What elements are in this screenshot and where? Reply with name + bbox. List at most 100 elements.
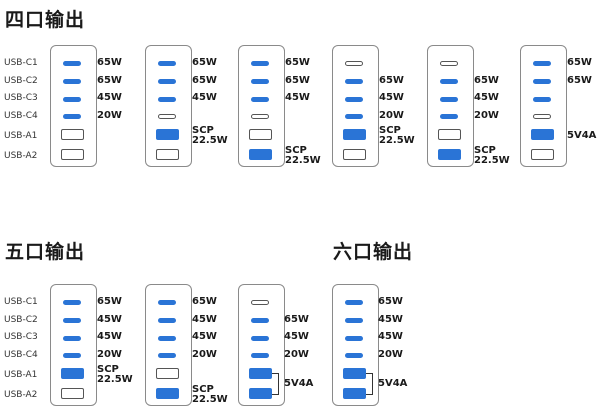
- charger-config-card: [238, 45, 285, 167]
- power-label: 20W: [378, 349, 403, 360]
- usb-a-port-2-active: [249, 149, 272, 160]
- power-label: 65W: [379, 75, 404, 86]
- usb-a-port-1-active: [343, 368, 366, 379]
- usb-a-port-2-inactive: [343, 149, 366, 160]
- power-label: 45W: [474, 92, 499, 103]
- usb-c-port-3-active: [345, 97, 363, 102]
- usb-c-port-3-active: [158, 336, 176, 341]
- usb-c-port-4-active: [345, 353, 363, 358]
- power-label: 45W: [379, 92, 404, 103]
- power-label: 65W: [285, 75, 310, 86]
- usb-a-port-2-active: [156, 388, 179, 399]
- port-label-usb-c2: USB-C2: [4, 315, 38, 325]
- usb-c-port-1-inactive: [345, 61, 363, 66]
- usb-c-port-1-active: [345, 300, 363, 305]
- charger-config-card: [145, 284, 192, 406]
- power-label: 5V4A: [284, 378, 314, 389]
- usb-c-port-1-active: [533, 61, 551, 66]
- charger-config-card: [50, 284, 97, 406]
- usb-c-port-3-active: [251, 97, 269, 102]
- usb-c-port-4-active: [251, 353, 269, 358]
- port-label-usb-c4: USB-C4: [4, 111, 38, 121]
- power-label: 45W: [378, 314, 403, 325]
- power-label: 45W: [192, 331, 217, 342]
- usb-a-port-1-inactive: [249, 129, 272, 140]
- power-label: 45W: [378, 331, 403, 342]
- usb-c-port-1-active: [63, 300, 81, 305]
- power-label: 65W: [192, 296, 217, 307]
- usb-a-port-1-active: [156, 129, 179, 140]
- power-label: 20W: [97, 110, 122, 121]
- power-label: 65W: [192, 75, 217, 86]
- power-label: 45W: [192, 92, 217, 103]
- power-label: 65W: [378, 296, 403, 307]
- usb-a-port-2-inactive: [61, 388, 84, 399]
- usb-a-port-2-active: [249, 388, 272, 399]
- power-label: 65W: [567, 57, 592, 68]
- power-label: 45W: [284, 331, 309, 342]
- power-label: 20W: [284, 349, 309, 360]
- usb-a-port-2-active: [343, 388, 366, 399]
- usb-c-port-3-active: [345, 336, 363, 341]
- power-label: 45W: [285, 92, 310, 103]
- usb-a-port-2-inactive: [61, 149, 84, 160]
- usb-a-port-2-inactive: [531, 149, 554, 160]
- power-label: 45W: [97, 92, 122, 103]
- charger-config-card: [332, 284, 379, 406]
- usb-c-port-4-inactive: [251, 114, 269, 119]
- shared-port-bracket: [366, 373, 373, 395]
- power-label: 65W: [285, 57, 310, 68]
- power-label: 20W: [474, 110, 499, 121]
- usb-a-port-1-inactive: [61, 129, 84, 140]
- power-label: 5V4A: [567, 130, 597, 141]
- power-label: 65W: [284, 314, 309, 325]
- usb-c-port-4-active: [440, 114, 458, 119]
- usb-c-port-2-active: [533, 79, 551, 84]
- usb-c-port-1-active: [158, 300, 176, 305]
- power-label: 5V4A: [378, 378, 408, 389]
- usb-c-port-2-active: [158, 79, 176, 84]
- power-label: 20W: [192, 349, 217, 360]
- usb-c-port-4-inactive: [533, 114, 551, 119]
- power-label: 65W: [97, 75, 122, 86]
- usb-c-port-3-active: [63, 97, 81, 102]
- usb-c-port-4-active: [158, 353, 176, 358]
- port-label-usb-c1: USB-C1: [4, 297, 38, 307]
- usb-c-port-2-active: [251, 318, 269, 323]
- usb-c-port-4-active: [345, 114, 363, 119]
- section-title-five-port: 五口输出: [5, 241, 86, 263]
- section-title-six-port: 六口输出: [333, 241, 414, 263]
- usb-c-port-2-active: [345, 318, 363, 323]
- usb-c-port-2-active: [251, 79, 269, 84]
- port-label-usb-c3: USB-C3: [4, 93, 38, 103]
- power-label: 65W: [192, 57, 217, 68]
- port-label-usb-c3: USB-C3: [4, 332, 38, 342]
- usb-c-port-2-active: [63, 79, 81, 84]
- usb-c-port-1-active: [251, 61, 269, 66]
- usb-a-port-1-active: [531, 129, 554, 140]
- shared-port-bracket: [272, 373, 279, 395]
- usb-c-port-2-active: [158, 318, 176, 323]
- charger-config-card: [427, 45, 474, 167]
- charger-config-card: [520, 45, 567, 167]
- usb-c-port-2-active: [63, 318, 81, 323]
- usb-a-port-1-active: [343, 129, 366, 140]
- usb-c-port-4-active: [63, 114, 81, 119]
- power-label: 45W: [97, 314, 122, 325]
- charger-config-card: [238, 284, 285, 406]
- port-label-usb-c1: USB-C1: [4, 58, 38, 68]
- port-label-usb-a1: USB-A1: [4, 131, 38, 141]
- usb-c-port-1-inactive: [251, 300, 269, 305]
- power-label: 65W: [567, 75, 592, 86]
- charger-config-card: [332, 45, 379, 167]
- power-label: 45W: [192, 314, 217, 325]
- usb-c-port-4-inactive: [158, 114, 176, 119]
- port-label-usb-c4: USB-C4: [4, 350, 38, 360]
